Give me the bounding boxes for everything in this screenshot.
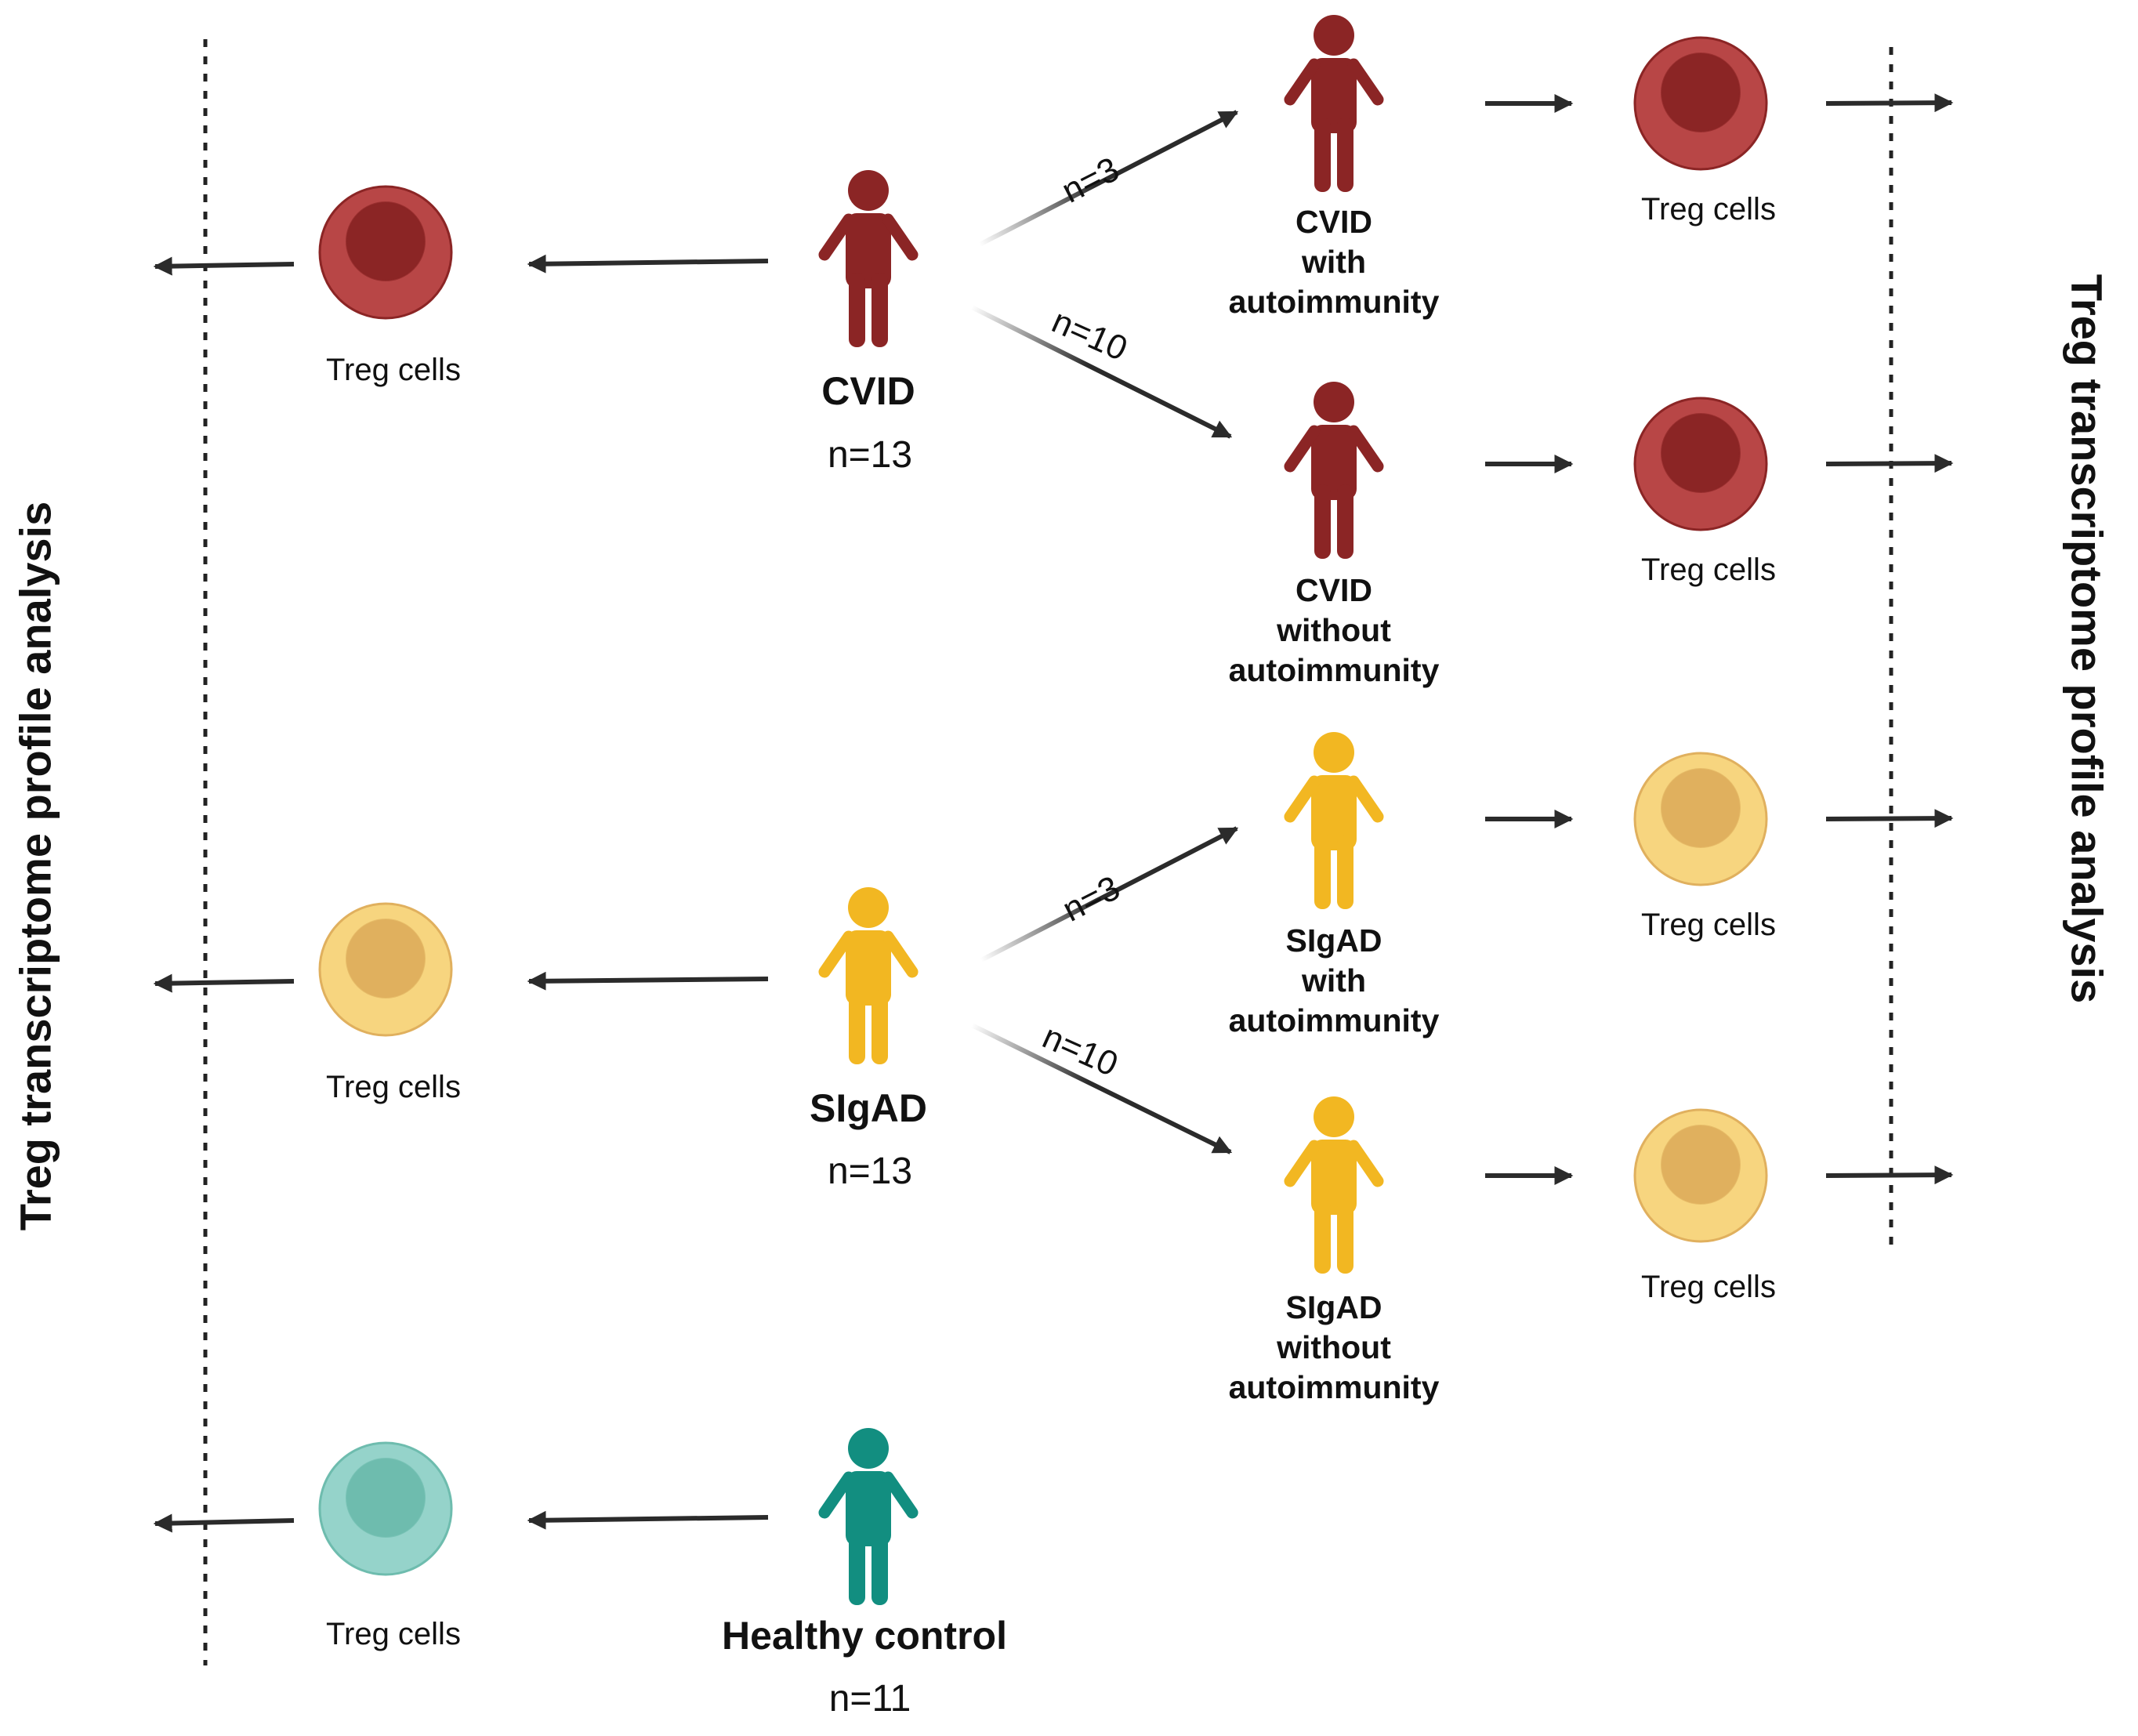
sigad-auto-treg-cell-icon [1633, 752, 1768, 886]
cvid-to-cell-arrow [527, 254, 769, 274]
sigad-noauto-label-line-2: without [1277, 1329, 1391, 1365]
cvid-person-icon [818, 170, 919, 347]
cvid-noauto-label-line-2: without [1277, 612, 1391, 648]
sigad-auto-label-line-1: SIgAD [1285, 922, 1382, 959]
side-title-right: Treg transcriptome profile analysis [2062, 274, 2112, 1004]
cvid-auto-treg-cell-icon [1633, 36, 1768, 171]
sigad-person-icon [818, 887, 919, 1064]
cvid-auto-person-icon [1284, 15, 1384, 192]
sigad-auto-label-line-2: with [1302, 962, 1366, 998]
cvid-noauto-cell-out-arrow [1825, 454, 1954, 473]
cvid-group-count: n=13 [827, 434, 913, 476]
sigad-auto-label-line-3: autoimmunity [1228, 1002, 1440, 1038]
sigad-treg-cell-icon [318, 902, 453, 1037]
healthy-to-cell-arrow [527, 1510, 769, 1530]
sigad-noauto-treg-cell-icon [1633, 1108, 1768, 1243]
cvid-cell-label: Treg cells [326, 353, 461, 387]
sigad-auto-cell-label: Treg cells [1641, 908, 1776, 942]
sigad-group-count: n=13 [827, 1151, 913, 1192]
sigad-branch-arrow-noauto [970, 1023, 1233, 1154]
cvid-noauto-person-icon [1284, 382, 1384, 559]
sigad-cell-label: Treg cells [326, 1070, 461, 1104]
sigad-to-cell-arrow [527, 971, 769, 991]
healthy-group-count: n=11 [828, 1678, 911, 1720]
cvid-branch-arrow-noauto [970, 305, 1233, 439]
sigad-cell-out-arrow [153, 973, 295, 993]
cvid-noauto-treg-cell-icon [1633, 397, 1768, 531]
cvid-noauto-label-line-3: autoimmunity [1228, 652, 1440, 688]
sigad-auto-cell-out-arrow [1825, 809, 1954, 828]
cvid-cell-out-arrow [153, 256, 295, 276]
sigad-noauto-cell-out-arrow [1825, 1165, 1954, 1185]
cvid-noauto-label-line-1: CVID [1295, 572, 1372, 608]
sigad-noauto-person-icon [1284, 1096, 1384, 1274]
cvid-noauto-label: CVID without autoimmunity [1229, 571, 1440, 690]
cvid-auto-label: CVID with autoimmunity [1229, 202, 1440, 322]
cvid-noauto-cell-label: Treg cells [1641, 553, 1776, 587]
cvid-auto-label-line-1: CVID [1295, 204, 1372, 240]
sigad-auto-label: SIgAD with autoimmunity [1229, 921, 1440, 1041]
healthy-group-name: Healthy control [722, 1614, 1007, 1658]
sigad-branch-arrow-auto [980, 826, 1239, 962]
cvid-auto-label-line-2: with [1302, 244, 1366, 280]
sigad-noauto-label-line-1: SIgAD [1285, 1289, 1382, 1325]
sigad-noauto-label: SIgAD without autoimmunity [1229, 1288, 1440, 1408]
cvid-branch-arrow-auto [978, 110, 1239, 247]
side-title-left: Treg transcriptome profile analysis [10, 501, 60, 1231]
cvid-treg-cell-icon [318, 185, 453, 320]
healthy-cell-out-arrow [153, 1513, 295, 1533]
healthy-treg-cell-icon [318, 1441, 453, 1576]
sigad-noauto-cell-label: Treg cells [1641, 1270, 1776, 1304]
cvid-auto-cell-label: Treg cells [1641, 192, 1776, 227]
cvid-group-name: CVID [821, 369, 915, 413]
healthy-cell-label: Treg cells [326, 1617, 461, 1651]
sigad-group-name: SIgAD [810, 1086, 927, 1130]
sigad-noauto-label-line-3: autoimmunity [1228, 1369, 1440, 1405]
cvid-auto-label-line-3: autoimmunity [1228, 284, 1440, 320]
sigad-auto-person-icon [1284, 732, 1384, 909]
healthy-person-icon [818, 1428, 919, 1605]
